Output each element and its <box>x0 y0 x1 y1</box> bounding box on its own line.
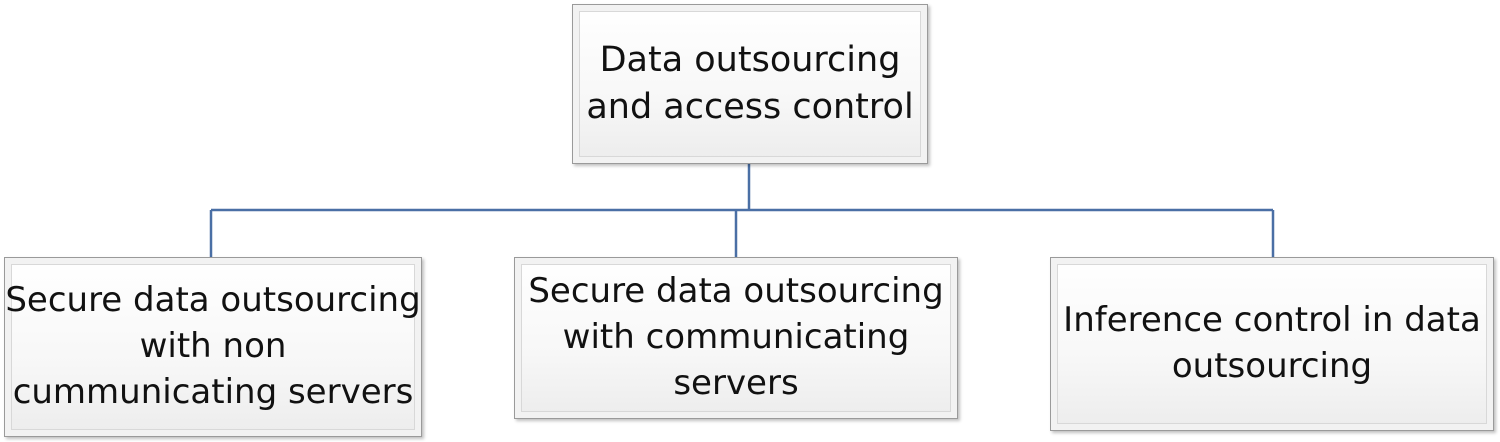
child-node-communicating: Secure data outsourcing with communicati… <box>514 257 958 419</box>
child-node-label: Secure data outsourcing with non cummuni… <box>5 280 421 412</box>
root-node-label: Data outsourcing and access control <box>586 39 914 127</box>
child-node-label: Secure data outsourcing with communicati… <box>528 271 944 403</box>
child-node-label: Inference control in data outsourcing <box>1063 300 1481 386</box>
child-node-non-communicating: Secure data outsourcing with non cummuni… <box>4 257 422 437</box>
child-node-inference-control: Inference control in data outsourcing <box>1050 257 1494 431</box>
root-node: Data outsourcing and access control <box>572 4 928 164</box>
